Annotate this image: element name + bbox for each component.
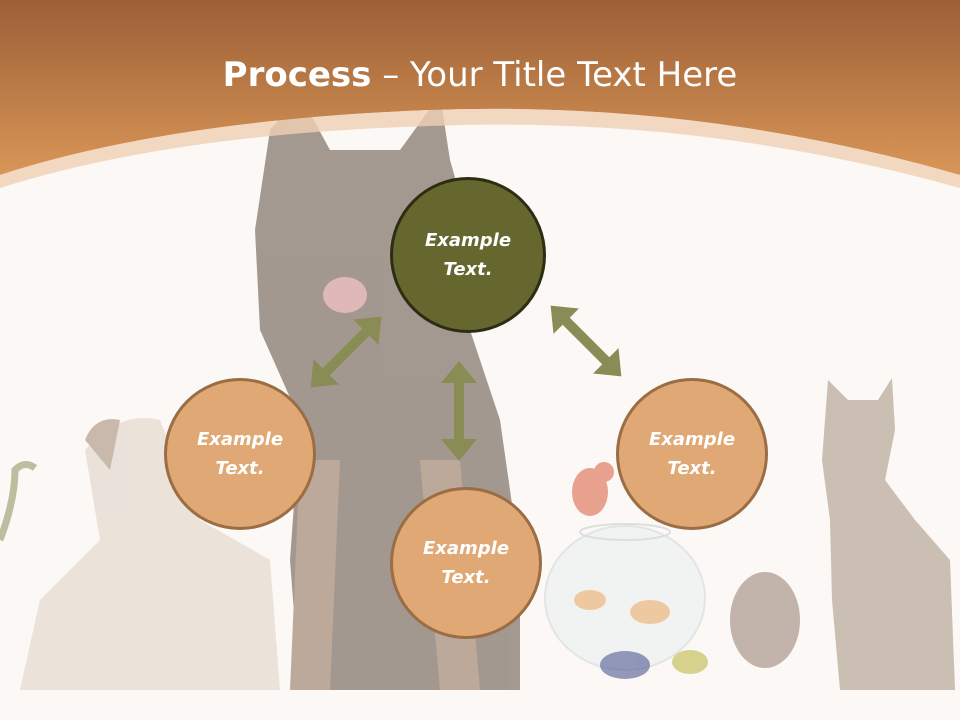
title-separator: – xyxy=(371,55,411,95)
slide-title: Process – Your Title Text Here xyxy=(0,52,960,98)
title-bold: Process xyxy=(222,55,372,95)
process-node-right[interactable]: Example Text. xyxy=(616,378,768,530)
process-node-left[interactable]: Example Text. xyxy=(164,378,316,530)
node-text-line2: Text. xyxy=(441,567,491,588)
process-node-bottom[interactable]: Example Text. xyxy=(390,487,542,639)
double-arrow-icon xyxy=(310,316,382,388)
node-text-line1: Example xyxy=(648,429,736,450)
process-node-top[interactable]: Example Text. xyxy=(390,177,546,333)
node-text-line2: Text. xyxy=(215,458,265,479)
node-text-line2: Text. xyxy=(443,259,493,280)
double-arrow-icon xyxy=(441,361,477,461)
node-text-line1: Example xyxy=(196,429,284,450)
title-rest: Your Title Text Here xyxy=(410,55,738,95)
double-arrow-icon xyxy=(550,305,622,377)
header-band xyxy=(0,0,960,188)
node-text-line1: Example xyxy=(424,230,512,251)
node-text-line2: Text. xyxy=(667,458,717,479)
node-text-line1: Example xyxy=(422,538,510,559)
